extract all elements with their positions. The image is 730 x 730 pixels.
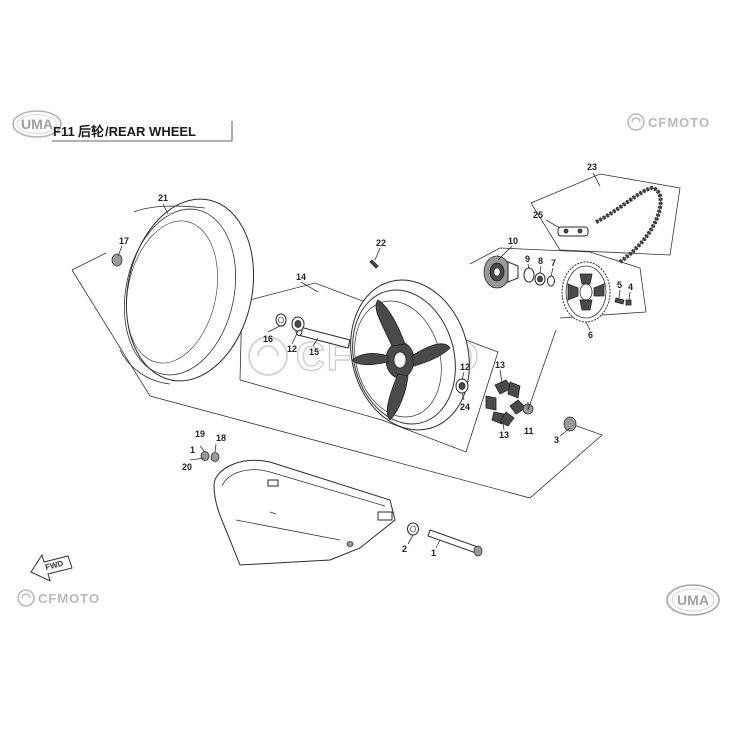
callout-13-top: 13 [495,360,505,370]
title-underline [52,121,233,142]
cfmoto-logo-bottom-text: CFMOTO [38,591,100,606]
cfmoto-logo-text: CFMOTO [648,115,710,130]
nut-3 [563,416,577,432]
bearing-8 [534,272,546,286]
callout-8: 8 [538,256,543,266]
callout-7: 7 [551,258,556,268]
assembly-outline [71,173,681,499]
callout-1-left: 1 [190,445,195,455]
tire [119,198,255,385]
rear-axle-1 [427,529,483,557]
callout-15: 15 [309,347,319,357]
callout-1: 1 [431,548,436,558]
uma-logo-text: UMA [21,116,53,132]
seal-9 [523,267,535,283]
header: UMA F11 后轮 /REAR WHEEL CFMOTO [12,110,710,142]
callout-3: 3 [554,435,559,445]
swing-arm [213,459,396,566]
fwd-label: FWD [44,559,64,572]
rear-sprocket-6 [561,261,611,323]
callout-24: 24 [460,402,470,412]
callout-11: 11 [524,426,534,436]
callout-13-bottom: 13 [499,430,509,440]
callout-14: 14 [296,272,306,282]
cush-damper-13 [485,379,527,427]
callout-22: 22 [376,238,386,248]
callout-5: 5 [617,280,622,290]
section-code: F11 [53,124,75,139]
callout-23: 23 [587,162,597,172]
cfmoto-logo-top: CFMOTO [627,113,710,131]
washer-2 [407,522,419,536]
wheel-rim [350,279,470,431]
uma-logo-top: UMA [12,110,62,138]
bearing-12-left [291,316,305,332]
callout-17: 17 [119,236,129,246]
callout-19: 19 [195,429,205,439]
callout-12-right: 12 [460,362,470,372]
callout-25: 25 [533,210,543,220]
callout-6: 6 [588,330,593,340]
leader-lines [117,172,631,549]
nut-4 [625,299,632,306]
callout-10: 10 [508,236,518,246]
sprocket-carrier-10 [483,255,519,289]
callout-labels: 21 17 14 22 16 12 15 12 24 13 13 10 9 8 … [119,162,633,558]
section-title-en: /REAR WHEEL [105,124,196,139]
uma-logo-bottom-text: UMA [677,592,709,608]
cfmoto-logo-bottom: CFMOTO [17,589,100,607]
fwd-arrow-icon: FWD [30,553,73,582]
uma-logo-bottom: UMA [666,584,720,616]
callout-16: 16 [263,334,273,344]
seal-16 [275,313,287,327]
callout-21: 21 [158,193,168,203]
bearing-12-right [455,378,469,394]
callout-4: 4 [628,282,633,292]
adjuster-18-19 [200,451,220,462]
callout-20: 20 [182,462,192,472]
drive-chain-23 [595,185,663,264]
section-title-cn: 后轮 [78,124,104,139]
valve-part-17 [111,253,123,267]
callout-9: 9 [525,254,530,264]
callout-12-left: 12 [287,344,297,354]
bolt-5 [614,297,625,305]
circlip-7 [547,275,555,287]
callout-2: 2 [402,544,407,554]
valve-part-22 [369,259,379,269]
callout-18: 18 [216,433,226,443]
chain-joint-25 [557,226,589,237]
